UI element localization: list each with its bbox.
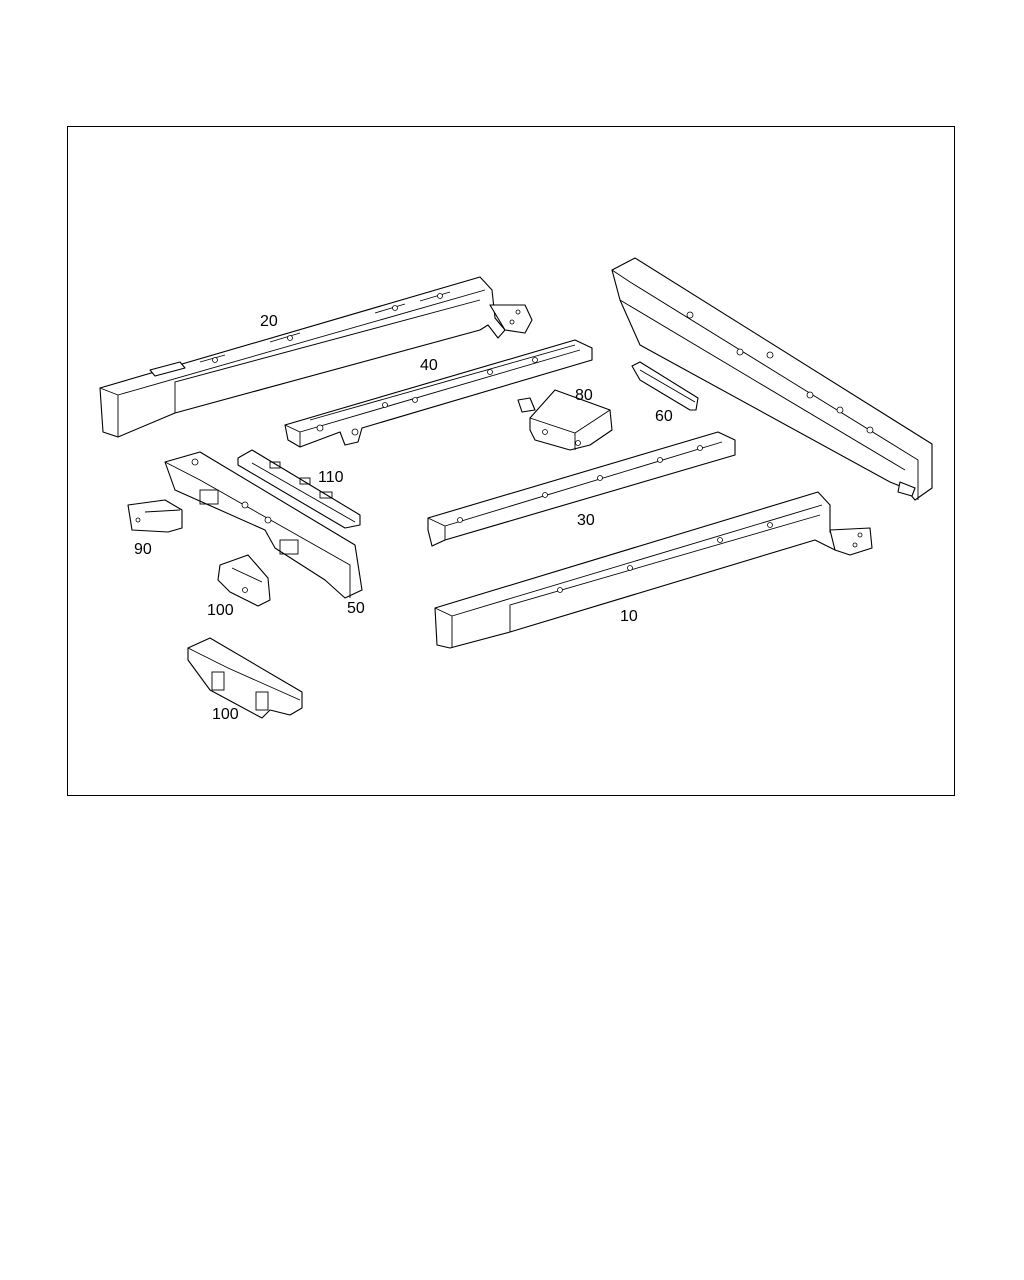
callout-40: 40 xyxy=(420,357,438,374)
callout-100-lower: 100 xyxy=(212,706,239,723)
callout-80: 80 xyxy=(575,387,593,404)
part-10-side-member[interactable] xyxy=(434,491,873,649)
part-100-bracket-upper[interactable] xyxy=(217,554,271,607)
part-40-member[interactable] xyxy=(284,339,593,448)
part-50-member[interactable] xyxy=(164,451,363,599)
part-90-bracket[interactable] xyxy=(127,499,183,533)
part-30-member[interactable] xyxy=(427,431,736,547)
rear-long-member[interactable] xyxy=(611,257,933,501)
callout-20: 20 xyxy=(260,313,278,330)
diagram-frame xyxy=(67,126,955,796)
part-20-side-member[interactable] xyxy=(99,276,533,438)
part-80-bracket[interactable] xyxy=(517,389,613,451)
callout-90: 90 xyxy=(134,541,152,558)
part-110-rail[interactable] xyxy=(237,449,361,529)
callout-110: 110 xyxy=(318,469,344,486)
part-60-reinforcement[interactable] xyxy=(631,361,699,411)
callout-30: 30 xyxy=(577,512,595,529)
part-100-bracket-lower[interactable] xyxy=(187,637,303,719)
callout-10: 10 xyxy=(620,608,638,625)
callout-60: 60 xyxy=(655,408,673,425)
callout-50: 50 xyxy=(347,600,365,617)
callout-100-upper: 100 xyxy=(207,602,234,619)
